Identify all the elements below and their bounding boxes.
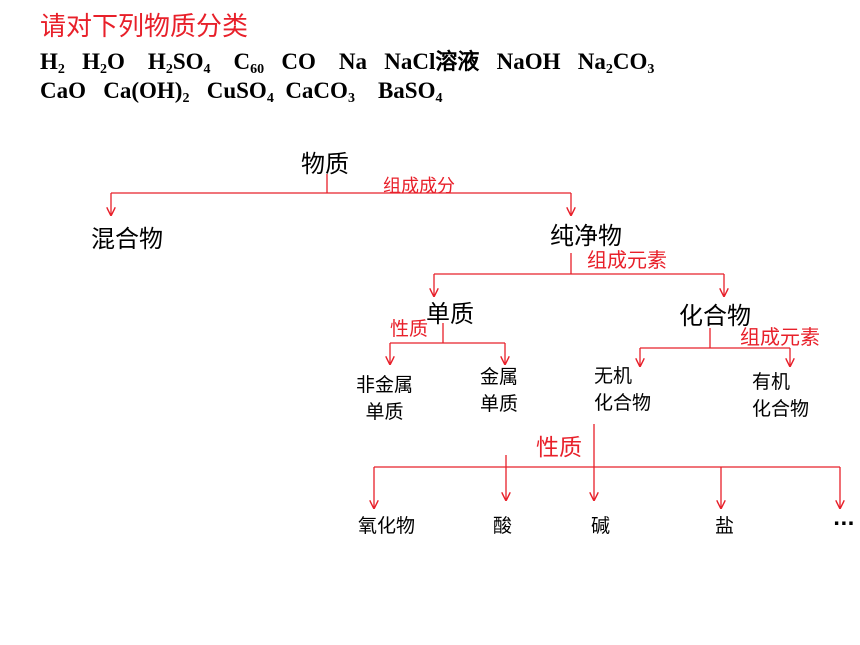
formula-co: CO xyxy=(281,49,316,74)
node-acid: 酸 xyxy=(493,515,513,537)
formula-caoh2: Ca(OH)2 xyxy=(103,78,190,106)
formula-h2: H2 xyxy=(40,49,65,77)
node-element: 单质 xyxy=(426,300,474,328)
node-pure-substance: 纯净物 xyxy=(550,222,622,250)
criterion-elements-2: 组成元素 xyxy=(740,325,820,349)
criterion-composition: 组成成分 xyxy=(383,176,455,197)
node-organic-compound: 有机化合物 xyxy=(752,371,810,420)
node-inorganic-compound: 无机化合物 xyxy=(594,365,652,414)
node-substance: 物质 xyxy=(301,150,349,178)
node-base: 碱 xyxy=(591,515,611,537)
formula-baso4: BaSO4 xyxy=(377,78,443,106)
criterion-elements-1: 组成元素 xyxy=(587,248,667,272)
formula-cuso4: CuSO4 xyxy=(206,78,274,106)
node-metal-element: 金属单质 xyxy=(480,366,519,415)
node-nonmetal-element: 非金属单质 xyxy=(356,374,414,423)
formula-h2so4: H2SO4 xyxy=(147,49,211,77)
formula-line-1: H2 H2O H2SO4 C60 CO Na NaCl溶液 NaOH Na2CO… xyxy=(40,44,655,77)
formula-caco3: CaCO3 xyxy=(285,78,355,106)
formula-na: Na xyxy=(338,49,367,74)
formula-c60: C60 xyxy=(233,49,265,77)
criterion-property-1: 性质 xyxy=(390,318,429,340)
node-mixture: 混合物 xyxy=(91,225,163,253)
node-more: ... xyxy=(833,508,855,530)
criterion-property-2: 性质 xyxy=(536,435,582,461)
formula-line-2: CaO Ca(OH)2 CuSO4 CaCO3 BaSO4 xyxy=(40,78,443,106)
node-compound: 化合物 xyxy=(679,302,751,330)
formula-h2o: H2O xyxy=(82,49,125,77)
formula-nacl-solution: NaCl溶液 xyxy=(384,49,480,75)
formula-naoh: NaOH xyxy=(496,49,561,74)
formula-na2co3: Na2CO3 xyxy=(577,49,655,77)
page-title: 请对下列物质分类 xyxy=(40,12,249,42)
node-salt: 盐 xyxy=(715,515,735,537)
formula-cao: CaO xyxy=(40,78,86,103)
node-oxide: 氧化物 xyxy=(358,515,416,537)
